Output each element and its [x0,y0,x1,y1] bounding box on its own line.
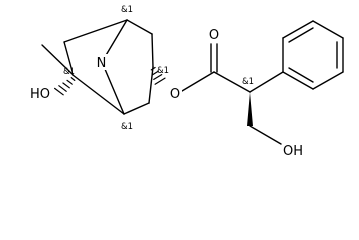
bond-c6-c7 [72,74,125,115]
hashed-bond-c6-oh [53,76,76,96]
bond-c2-c6 [63,41,74,76]
bond-c1-c2 [63,19,128,43]
stereo-label-c6: &1 [63,67,75,77]
wedge-calpha-ch2 [247,92,253,126]
atom-n: N [97,56,107,71]
molecule-structure: N HO O O OH &1 &1 &1 &1 &1 [28,5,344,159]
ester-side-chain [181,43,284,145]
hashed-bond-c3-o [150,66,166,85]
stereo-label-top-bridgehead: &1 [121,5,133,15]
bond-cr2-c5 [123,102,150,115]
bicyclic-core [63,19,154,115]
bond-o-carbonylc [181,71,215,92]
bond-c3-cr2 [148,66,154,104]
bond-cr1-c3 [151,33,154,68]
bond-ch2-oh [249,125,282,145]
stereo-label-c3: &1 [157,66,169,76]
bond-calpha-ipso [249,71,284,93]
stereo-label-alpha-carbon: &1 [242,77,254,87]
atom-ester-o: O [170,87,180,102]
bond-c1-cr1 [126,19,153,35]
atom-ho-left: HO [30,87,50,102]
atom-carbonyl-o: O [209,28,219,43]
phenyl-ring [282,20,344,90]
bond-carbonylc-calpha [213,71,251,93]
stereo-label-bottom-bridgehead: &1 [121,122,133,132]
bond-methyl [41,44,74,76]
atom-oh-right: OH [283,144,303,159]
bond-n-c5 [101,61,125,115]
